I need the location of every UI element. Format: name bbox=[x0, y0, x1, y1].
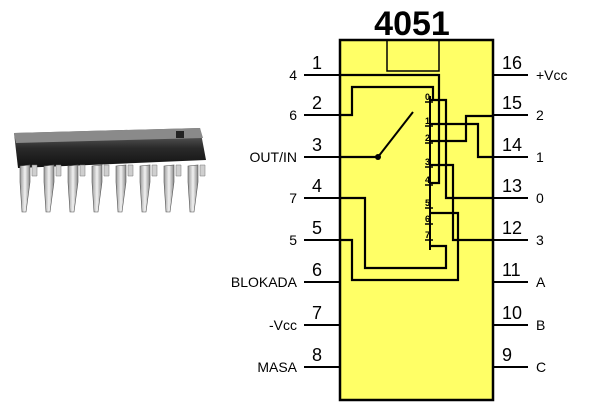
channel-3-label: 3 bbox=[425, 157, 430, 167]
dip-leg bbox=[115, 164, 127, 213]
channel-7-label: 7 bbox=[425, 230, 430, 240]
wire-ch3-pin12 bbox=[430, 163, 493, 242]
dip-leg-shadow bbox=[31, 164, 38, 177]
channel-1-label: 1 bbox=[425, 116, 430, 126]
right-pin-12-label: 3 bbox=[536, 232, 544, 248]
dip-leg-shadow bbox=[199, 164, 206, 177]
dip-leg-shadow bbox=[103, 164, 110, 177]
chip-title: 4051 bbox=[374, 5, 450, 43]
left-pin-3-label: OUT/IN bbox=[250, 149, 297, 165]
right-pin-13-label: 0 bbox=[536, 190, 544, 206]
left-pin-2-label: 6 bbox=[289, 107, 297, 123]
channel-6-label: 6 bbox=[425, 214, 430, 224]
wire-pin1-ch4 bbox=[340, 73, 441, 185]
dip-leg bbox=[91, 164, 103, 213]
wire-pin4-ch7 bbox=[340, 196, 448, 270]
left-pin-6-number: 6 bbox=[312, 260, 322, 280]
dip-leg bbox=[187, 164, 199, 213]
dip-leg bbox=[43, 164, 55, 213]
right-pin-9-label: C bbox=[536, 359, 546, 375]
left-pin-8-label: MASA bbox=[257, 359, 297, 375]
wire-ch0-pin13 bbox=[430, 98, 493, 200]
wire-pin2-ch6 bbox=[340, 85, 435, 117]
dip-leg bbox=[139, 164, 151, 213]
left-pin-5-number: 5 bbox=[312, 218, 322, 238]
left-pin-4-number: 4 bbox=[312, 176, 322, 196]
channel-2-label: 2 bbox=[425, 133, 430, 143]
dip-legs bbox=[19, 164, 206, 213]
wire-ch1-pin14 bbox=[430, 122, 493, 159]
left-pin-7-number: 7 bbox=[312, 303, 322, 323]
dip-leg-shadow bbox=[175, 164, 182, 177]
switch-blade bbox=[377, 111, 414, 158]
chip-body bbox=[338, 38, 495, 402]
right-pin-14-number: 14 bbox=[502, 135, 522, 155]
analog-switch: 0 1 2 3 4 5 6 7 bbox=[375, 92, 433, 250]
dip-leg bbox=[163, 164, 175, 213]
left-pin-4-label: 7 bbox=[289, 190, 297, 206]
dip-leg bbox=[67, 164, 79, 213]
right-pin-10-label: B bbox=[536, 317, 545, 333]
right-pin-16-label: +Vcc bbox=[536, 67, 568, 83]
dip-leg-shadow bbox=[151, 164, 158, 177]
wire-ch2-pin15 bbox=[430, 114, 493, 143]
dip-leg bbox=[19, 164, 31, 213]
left-pin-7-label: -Vcc bbox=[269, 317, 297, 333]
right-pin-14-label: 1 bbox=[536, 149, 544, 165]
switch-pivot bbox=[375, 154, 381, 160]
left-pin-1-number: 1 bbox=[312, 53, 322, 73]
dip-leg-shadow bbox=[55, 164, 62, 177]
right-pin-15-label: 2 bbox=[536, 107, 544, 123]
left-pin-2-number: 2 bbox=[312, 93, 322, 113]
right-pin-11-label: A bbox=[536, 274, 546, 290]
internal-wiring bbox=[340, 73, 493, 282]
left-pin-1-label: 4 bbox=[289, 67, 297, 83]
right-pin-13-number: 13 bbox=[502, 176, 522, 196]
right-pin-16-number: 16 bbox=[502, 53, 522, 73]
right-pin-10-number: 10 bbox=[502, 303, 522, 323]
right-pin-9-number: 9 bbox=[502, 345, 512, 365]
left-pin-8-number: 8 bbox=[312, 345, 322, 365]
right-pin-12-number: 12 bbox=[502, 218, 522, 238]
channel-5-label: 5 bbox=[425, 198, 430, 208]
left-pin-3-number: 3 bbox=[312, 135, 322, 155]
channel-0-label: 0 bbox=[425, 92, 430, 102]
dip-leg-shadow bbox=[127, 164, 134, 177]
dip-package-photo bbox=[14, 128, 206, 213]
right-pin-group: 16 +Vcc 15 2 14 1 13 0 12 3 11A 10B 9C bbox=[493, 53, 568, 375]
channel-4-label: 4 bbox=[425, 175, 430, 185]
dip-leg-shadow bbox=[79, 164, 86, 177]
right-pin-15-number: 15 bbox=[502, 93, 522, 113]
left-pin-5-label: 5 bbox=[289, 232, 297, 248]
left-pin-6-label: BLOKADA bbox=[231, 274, 298, 290]
right-pin-11-number: 11 bbox=[502, 260, 521, 280]
channel-labels: 0 1 2 3 4 5 6 7 bbox=[425, 92, 433, 241]
chip-notch bbox=[386, 39, 440, 72]
